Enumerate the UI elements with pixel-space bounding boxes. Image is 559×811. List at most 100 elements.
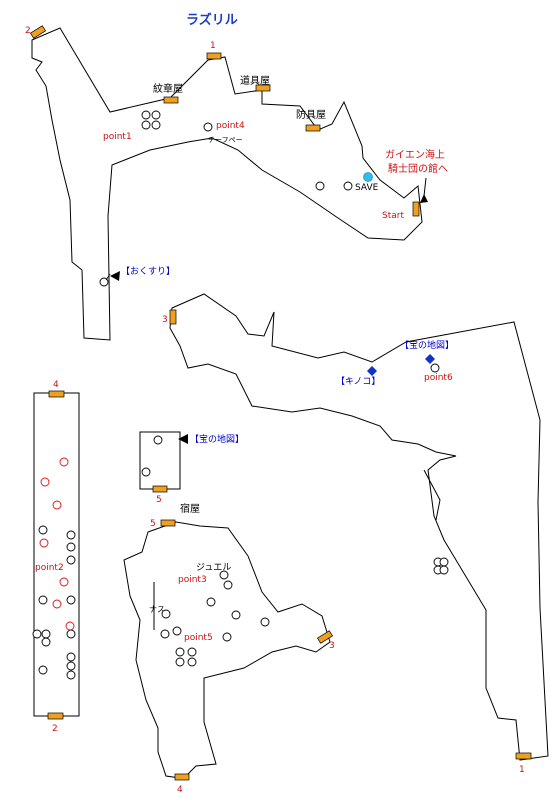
- door-marker[interactable]: [160, 519, 176, 527]
- shop-yado-label: 宿屋: [180, 502, 200, 515]
- shop-monsho-label: 紋章屋: [153, 82, 183, 95]
- door-number: 4: [177, 785, 183, 795]
- door-number: 4: [53, 380, 59, 390]
- point4-label: point4: [216, 121, 245, 131]
- point5-label: point5: [184, 633, 213, 643]
- npc-marker[interactable]: [439, 565, 449, 575]
- npc-marker[interactable]: [66, 629, 76, 639]
- npc-marker[interactable]: [187, 647, 197, 657]
- start-label: Start: [382, 211, 404, 221]
- shop-labels: 紋章屋 道具屋 防具屋 宿屋 ジュエル チーフペー ナス: [149, 74, 326, 614]
- npc-nasu-label: ナス: [149, 605, 165, 614]
- door-marker[interactable]: [316, 630, 334, 644]
- npc-marker[interactable]: [172, 626, 182, 636]
- npc-marker[interactable]: [66, 595, 76, 605]
- point3-label: point3: [178, 575, 207, 585]
- door-number: 2: [52, 724, 58, 734]
- npc-marker[interactable]: [206, 597, 216, 607]
- npc-marker[interactable]: [222, 632, 232, 642]
- mid-area-outline: [169, 293, 549, 761]
- door-numbers: 2 1 3 4 2 5 5 3 4 1: [25, 26, 525, 795]
- point-marker[interactable]: [59, 577, 69, 587]
- map-title: ラズリル: [186, 12, 238, 28]
- npc-markers: [32, 110, 449, 680]
- item-takara-map-right-label: 【宝の地図】: [400, 339, 454, 351]
- npc-marker[interactable]: [161, 609, 171, 619]
- npc-marker[interactable]: [231, 610, 241, 620]
- npc-chief-label: チーフペー: [208, 136, 243, 144]
- door-marker[interactable]: [48, 390, 65, 398]
- npc-marker[interactable]: [223, 580, 233, 590]
- save-point-marker[interactable]: [363, 172, 373, 182]
- door-marker[interactable]: [163, 96, 179, 104]
- door-marker[interactable]: [174, 773, 190, 781]
- point-marker[interactable]: [40, 477, 50, 487]
- npc-marker[interactable]: [175, 647, 185, 657]
- point-markers: [39, 457, 75, 631]
- npc-marker[interactable]: [66, 530, 76, 540]
- point-marker[interactable]: [52, 500, 62, 510]
- npc-marker[interactable]: [141, 467, 151, 477]
- item-labels: 【おくすり】 【宝の地図】 【宝の地図】 【キノコ】: [121, 266, 454, 445]
- save-label: SAVE: [355, 183, 379, 193]
- npc-marker[interactable]: [41, 629, 51, 639]
- door-marker[interactable]: [305, 124, 321, 132]
- point-marker[interactable]: [52, 599, 62, 609]
- npc-marker[interactable]: [38, 595, 48, 605]
- lower-building-outline: [123, 521, 331, 779]
- shop-dougu-label: 道具屋: [240, 74, 270, 87]
- npc-marker[interactable]: [430, 363, 440, 373]
- npc-marker[interactable]: [66, 555, 76, 565]
- npc-marker[interactable]: [151, 120, 161, 130]
- npc-marker[interactable]: [141, 120, 151, 130]
- npc-marker[interactable]: [203, 122, 213, 132]
- door-number: 3: [329, 641, 335, 651]
- npc-marker[interactable]: [260, 617, 270, 627]
- point-marker[interactable]: [39, 538, 49, 548]
- door-marker[interactable]: [152, 485, 168, 493]
- point1-label: point1: [103, 132, 132, 142]
- npc-marker[interactable]: [41, 637, 51, 647]
- takara-gem-icon[interactable]: [425, 354, 435, 364]
- npc-marker[interactable]: [153, 435, 163, 445]
- npc-marker[interactable]: [66, 652, 76, 662]
- npc-marker[interactable]: [151, 110, 161, 120]
- destination-arrow-icon: [420, 194, 428, 203]
- item-okusuri-label: 【おくすり】: [121, 266, 175, 277]
- npc-marker[interactable]: [66, 542, 76, 552]
- npc-marker[interactable]: [141, 110, 151, 120]
- npc-marker[interactable]: [32, 629, 42, 639]
- npc-marker[interactable]: [187, 657, 197, 667]
- npc-jewel-label: ジュエル: [196, 563, 231, 573]
- door-marker[interactable]: [169, 309, 177, 325]
- point-marker[interactable]: [65, 621, 75, 631]
- point6-label: point6: [424, 373, 453, 383]
- door-number: 1: [519, 765, 525, 775]
- item-arrows: [110, 271, 188, 444]
- shop-bougu-label: 防具屋: [296, 108, 326, 121]
- npc-marker[interactable]: [160, 629, 170, 639]
- door-marker[interactable]: [206, 52, 222, 60]
- door-marker[interactable]: [47, 712, 64, 720]
- npc-marker[interactable]: [343, 181, 353, 191]
- mid-area-inner-wall: [423, 469, 441, 521]
- point-labels: point1 point2 point3 point4 point5 point…: [35, 121, 453, 643]
- door-marker[interactable]: [255, 84, 271, 92]
- kinoko-gem-icon[interactable]: [367, 366, 377, 376]
- destination-label-line2: 騎士団の館へ: [388, 162, 448, 175]
- arrow-left-icon: [110, 271, 120, 281]
- door-marker[interactable]: [29, 25, 47, 39]
- npc-marker[interactable]: [66, 670, 76, 680]
- npc-marker[interactable]: [315, 181, 325, 191]
- npc-marker[interactable]: [66, 661, 76, 671]
- destination-label-line1: ガイエン海上: [385, 148, 445, 161]
- door-marker[interactable]: [515, 752, 532, 760]
- npc-marker[interactable]: [38, 525, 48, 535]
- npc-marker[interactable]: [175, 657, 185, 667]
- npc-marker[interactable]: [439, 557, 449, 567]
- point-marker[interactable]: [59, 457, 69, 467]
- npc-marker[interactable]: [219, 570, 229, 580]
- item-takara-map-room-label: 【宝の地図】: [190, 433, 244, 445]
- door-marker[interactable]: [412, 201, 420, 217]
- npc-marker[interactable]: [38, 665, 48, 675]
